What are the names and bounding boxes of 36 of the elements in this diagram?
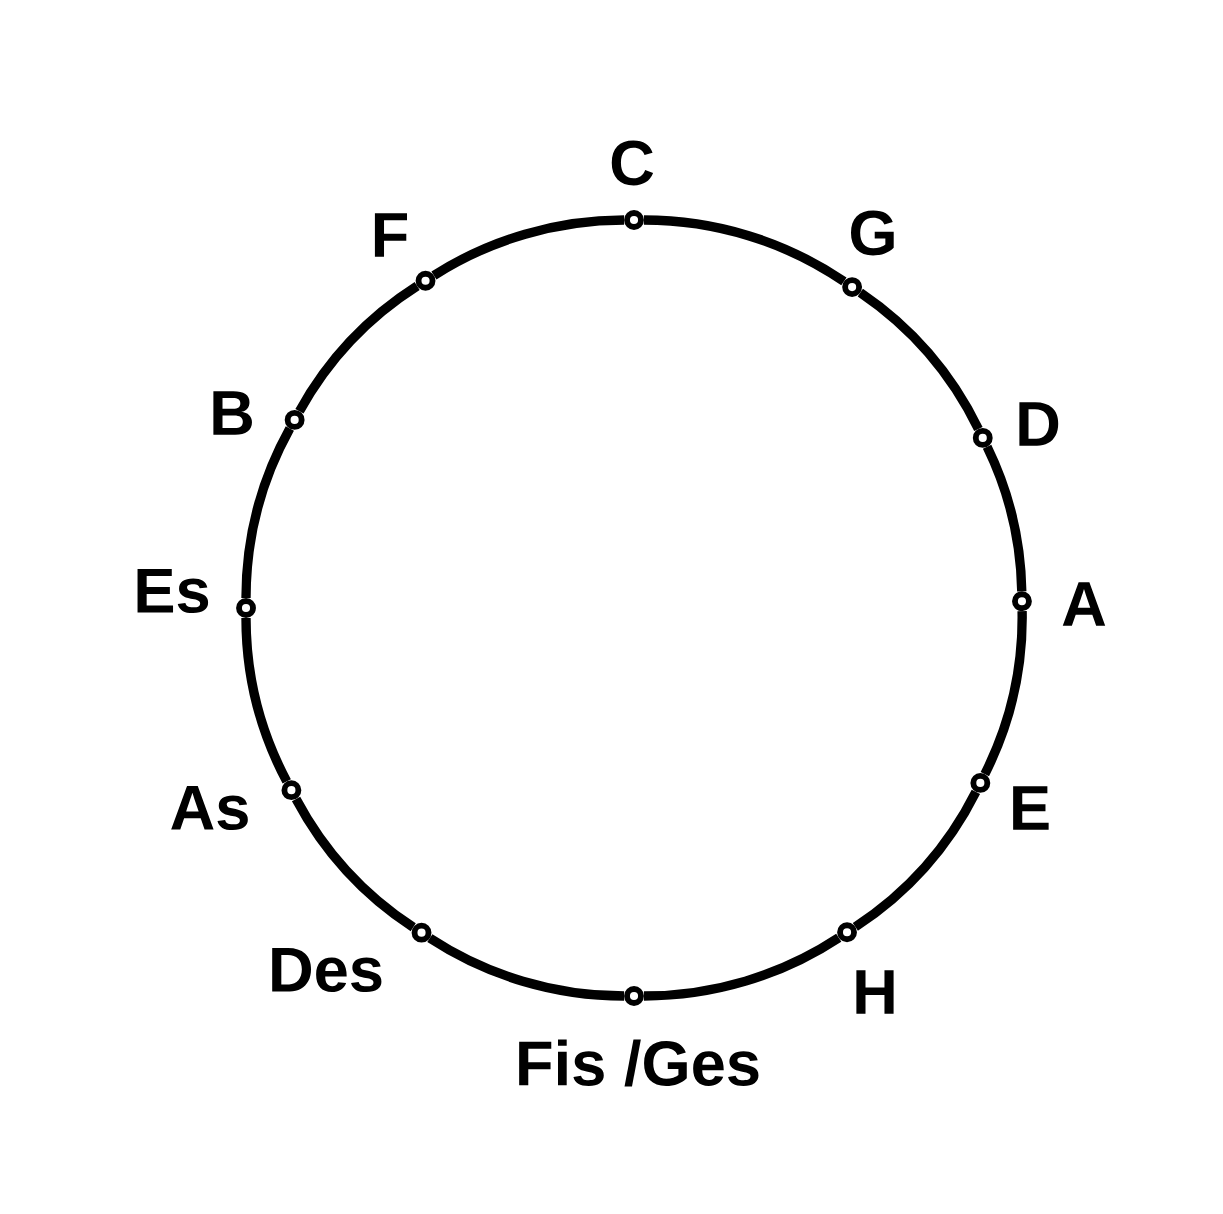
point-marker bbox=[970, 773, 991, 793]
circle-arc bbox=[643, 933, 842, 1001]
point-marker bbox=[837, 922, 857, 943]
note-label: G bbox=[851, 210, 894, 256]
circle-arc bbox=[241, 426, 294, 599]
point-marker bbox=[411, 922, 432, 943]
circle-arc bbox=[643, 215, 847, 286]
note-label: Es bbox=[137, 568, 209, 614]
circle-arc bbox=[982, 444, 1027, 592]
circle-arc bbox=[291, 796, 416, 932]
circle-arc bbox=[241, 617, 291, 784]
circle-arc bbox=[857, 288, 983, 432]
note-label: D bbox=[1019, 402, 1059, 446]
circle-arc bbox=[295, 282, 420, 414]
note-label: A bbox=[1062, 582, 1106, 626]
point-marker bbox=[1012, 591, 1032, 612]
circle-arc bbox=[427, 934, 625, 1001]
point-marker bbox=[624, 986, 644, 1006]
point-marker bbox=[284, 409, 305, 430]
note-label: As bbox=[171, 785, 248, 831]
circle-arc bbox=[431, 215, 625, 280]
note-label: B bbox=[213, 391, 252, 435]
note-label: Des bbox=[272, 947, 382, 993]
point-marker bbox=[972, 427, 993, 448]
point-marker bbox=[415, 270, 436, 291]
point-marker bbox=[281, 780, 302, 801]
note-label: F bbox=[374, 213, 407, 257]
point-marker bbox=[624, 210, 644, 230]
point-marker bbox=[842, 277, 863, 297]
circle-arc bbox=[852, 789, 981, 931]
note-label: C bbox=[611, 140, 654, 186]
point-marker bbox=[236, 598, 256, 618]
note-label: H bbox=[856, 970, 894, 1014]
note-label: E bbox=[1013, 786, 1049, 830]
circle-arc bbox=[980, 611, 1027, 777]
note-label: Fis /Ges bbox=[519, 1039, 759, 1087]
